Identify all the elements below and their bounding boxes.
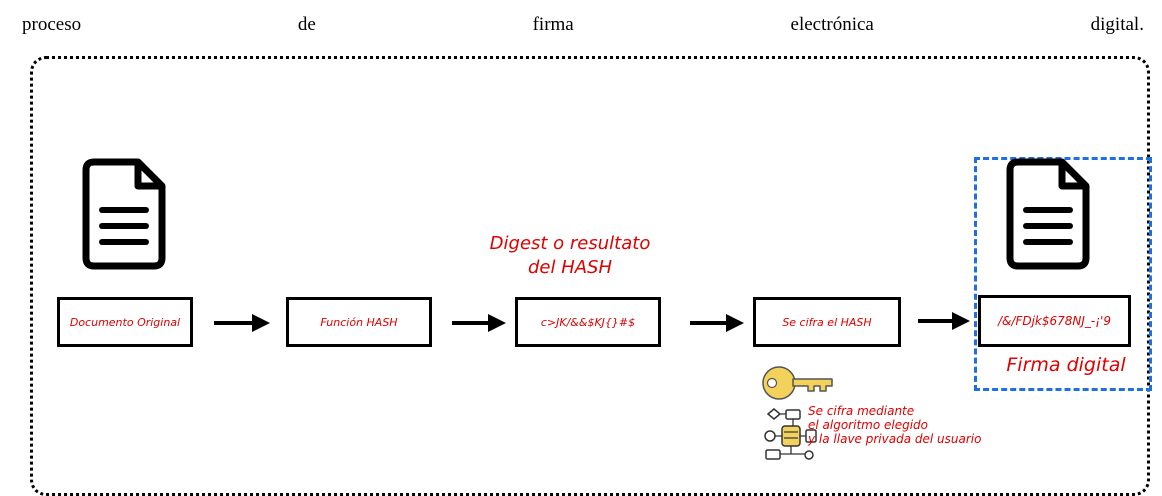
heading-word: de — [297, 14, 316, 35]
step-label: Documento Original — [69, 315, 181, 329]
digest-label-text: Digest o resultato del HASH — [489, 233, 651, 278]
heading-word: proceso — [22, 14, 82, 35]
document-icon — [82, 158, 166, 270]
encryption-note: Se cifra mediante el algoritmo elegido y… — [808, 404, 982, 446]
step-label: /&/FDjk$678NJ_-¡'9 — [998, 314, 1111, 328]
document-icon — [1006, 158, 1090, 270]
heading-line: proceso de firma electrónica digital. — [22, 14, 1144, 36]
step-box-original-document: Documento Original — [57, 297, 193, 347]
arrow-right-icon — [690, 314, 744, 332]
step-box-digest: c>JK/&&$KJ{}#$ — [515, 297, 661, 347]
digest-label: Digest o resultato del HASH — [470, 232, 670, 280]
algorithm-icon — [764, 408, 817, 460]
signature-label: Firma digital — [1006, 354, 1126, 376]
arrow-right-icon — [452, 314, 506, 332]
heading-word: firma — [532, 14, 574, 35]
step-box-encrypt-hash: Se cifra el HASH — [753, 297, 901, 347]
key-icon — [762, 366, 833, 400]
step-box-digital-signature: /&/FDjk$678NJ_-¡'9 — [978, 295, 1131, 347]
signature-highlight — [974, 157, 1152, 391]
step-label: c>JK/&&$KJ{}#$ — [540, 315, 636, 329]
step-box-hash-function: Función HASH — [286, 297, 432, 347]
arrow-right-icon — [918, 312, 970, 330]
arrow-right-icon — [214, 314, 270, 332]
heading-word: electrónica — [790, 14, 874, 35]
step-label: Se cifra el HASH — [782, 315, 872, 329]
heading-word: digital. — [1090, 14, 1144, 35]
step-label: Función HASH — [320, 315, 398, 329]
